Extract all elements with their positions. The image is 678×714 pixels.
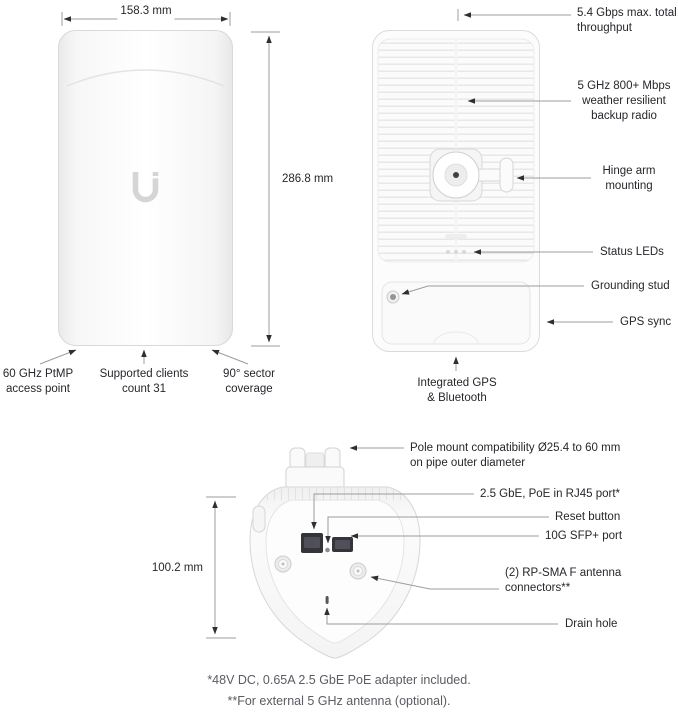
hinge-bracket [499, 157, 514, 193]
status-leds [446, 250, 466, 254]
back-bottom-panel [381, 281, 531, 345]
callout-status-leds-label: Status LEDs [600, 246, 664, 258]
callout-pole-mount-label: Pole mount compatibility Ø25.4 to 60 mm … [410, 442, 621, 469]
leader-antenna [370, 575, 499, 590]
callout-ptmp-label: 60 GHz PtMP access point [2, 368, 74, 395]
device-front-view [58, 30, 233, 346]
leader-60ghz-ptmp [39, 349, 77, 365]
footnote-external-antenna: **For external 5 GHz antenna (optional). [227, 694, 451, 708]
callout-hinge-label: Hinge arm mounting [602, 165, 656, 192]
callout-integrated-gps-label: Integrated GPS & Bluetooth [417, 377, 497, 404]
callout-sector-label: 90° sector coverage [223, 368, 275, 395]
callout-drain-label: Drain hole [565, 618, 618, 630]
leader-grounding-stud [401, 285, 584, 295]
callout-grounding-label: Grounding stud [591, 280, 670, 292]
callout-antenna-label: (2) RP-SMA F antenna connectors** [505, 567, 622, 594]
leader-reset [325, 516, 549, 544]
device-back-view [372, 30, 540, 352]
antenna-connector-left [274, 555, 292, 573]
rj45-port [301, 533, 323, 553]
front-side-seams [66, 86, 225, 320]
dim-depth-label: 100.2 mm [148, 560, 206, 577]
wave-etch-mark [445, 234, 467, 239]
callout-backup-radio-label: 5 GHz 800+ Mbps weather resilient backup… [577, 80, 671, 122]
callout-gps-sync-label: GPS sync [620, 316, 672, 328]
front-radome [58, 30, 233, 346]
footnote-poe-adapter: *48V DC, 0.65A 2.5 GbE PoE adapter inclu… [207, 673, 471, 687]
sfp-port [332, 537, 353, 552]
callout-reset-label: Reset button [555, 511, 621, 523]
callout-rj45-label: 2.5 GbE, PoE in RJ45 port* [480, 488, 620, 500]
dim-height-label: 286.8 mm [279, 171, 337, 188]
antenna-connector-right [349, 562, 367, 580]
callout-sfp-label: 10G SFP+ port [545, 530, 623, 542]
drain-hole [325, 596, 329, 604]
leader-rj45 [311, 493, 474, 530]
callout-throughput-label: 5.4 Gbps max. total throughput [577, 7, 677, 34]
reset-button [325, 547, 330, 553]
cable-notch [433, 331, 479, 345]
front-top-curve [66, 69, 225, 87]
leader-drain-hole [324, 607, 558, 625]
mount-screw [453, 172, 459, 178]
callout-clients-label: Supported clients count 31 [99, 368, 189, 395]
leader-sector-coverage [211, 349, 249, 365]
dim-width-label: 158.3 mm [117, 3, 175, 20]
grounding-stud-screw [390, 294, 396, 300]
pole-mount-bracket [285, 447, 345, 492]
ubiquiti-logo-icon [132, 172, 159, 203]
side-stub [252, 505, 266, 533]
